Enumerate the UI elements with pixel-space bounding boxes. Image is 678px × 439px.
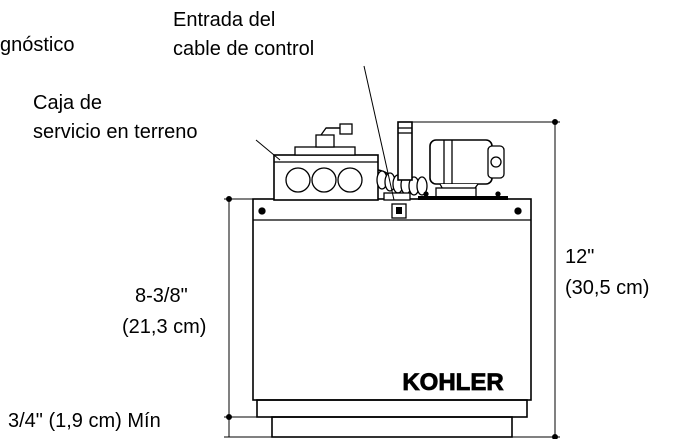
dim-base-label: 3/4" (1,9 cm) Mín [8,410,161,432]
dim-total-label-line1: 12" [565,246,595,268]
dim-base [224,417,272,438]
motor-assembly [418,139,508,200]
service-box-label-line1: Caja de [33,92,102,114]
dim-total-height [412,119,560,439]
base [256,399,528,438]
dim-height-enclosure [224,196,257,420]
dim-height-label-line2: (21,3 cm) [122,316,207,338]
leader-lines [255,65,395,201]
service-box-label-line2: servicio en terreno [33,121,198,143]
service-box [273,123,379,201]
diagnostic-label: gnóstico [0,34,75,56]
svg-text:KOHLER: KOHLER [402,369,503,396]
control-cable-entry-label-line1: Entrada del [173,9,276,31]
control-cable-entry-label-line2: cable de control [173,38,315,60]
kohler-logo: KOHLER [402,369,504,397]
dim-total-label-line2: (30,5 cm) [565,277,650,299]
dim-height-label-line1: 8-3/8" [135,285,188,307]
vent-pipe [397,121,413,181]
